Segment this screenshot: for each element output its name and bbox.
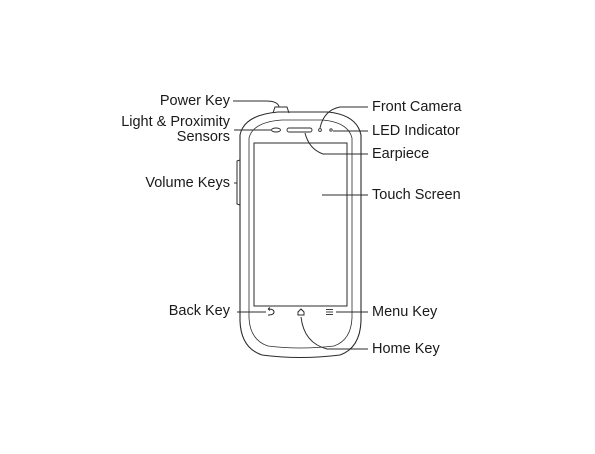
earpiece-slot: [287, 128, 312, 132]
label-home-key: Home Key: [372, 342, 440, 357]
label-back-key: Back Key: [169, 304, 230, 319]
back-key-icon: [268, 308, 274, 316]
label-light-proximity-line2: Sensors: [121, 130, 230, 145]
label-front-camera: Front Camera: [372, 100, 461, 115]
label-power-key: Power Key: [160, 94, 230, 109]
label-light-proximity-line1: Light & Proximity: [121, 115, 230, 130]
led-indicator-dot: [330, 129, 332, 131]
front-camera-dot: [319, 129, 322, 132]
label-touch-screen: Touch Screen: [372, 188, 461, 203]
leader-front-camera: [320, 107, 368, 128]
menu-lines-icon: [326, 310, 333, 315]
leader-power-key: [233, 101, 279, 107]
touch-screen-rect: [254, 143, 347, 306]
light-proximity-sensors: [272, 128, 281, 132]
home-icon: [298, 309, 304, 315]
label-light-proximity: Light & Proximity Sensors: [121, 115, 230, 145]
label-led-indicator: LED Indicator: [372, 124, 460, 139]
leader-home-key: [301, 317, 368, 349]
label-menu-key: Menu Key: [372, 305, 437, 320]
label-volume-keys: Volume Keys: [145, 176, 230, 191]
label-earpiece: Earpiece: [372, 147, 429, 162]
phone-body: [240, 112, 361, 358]
